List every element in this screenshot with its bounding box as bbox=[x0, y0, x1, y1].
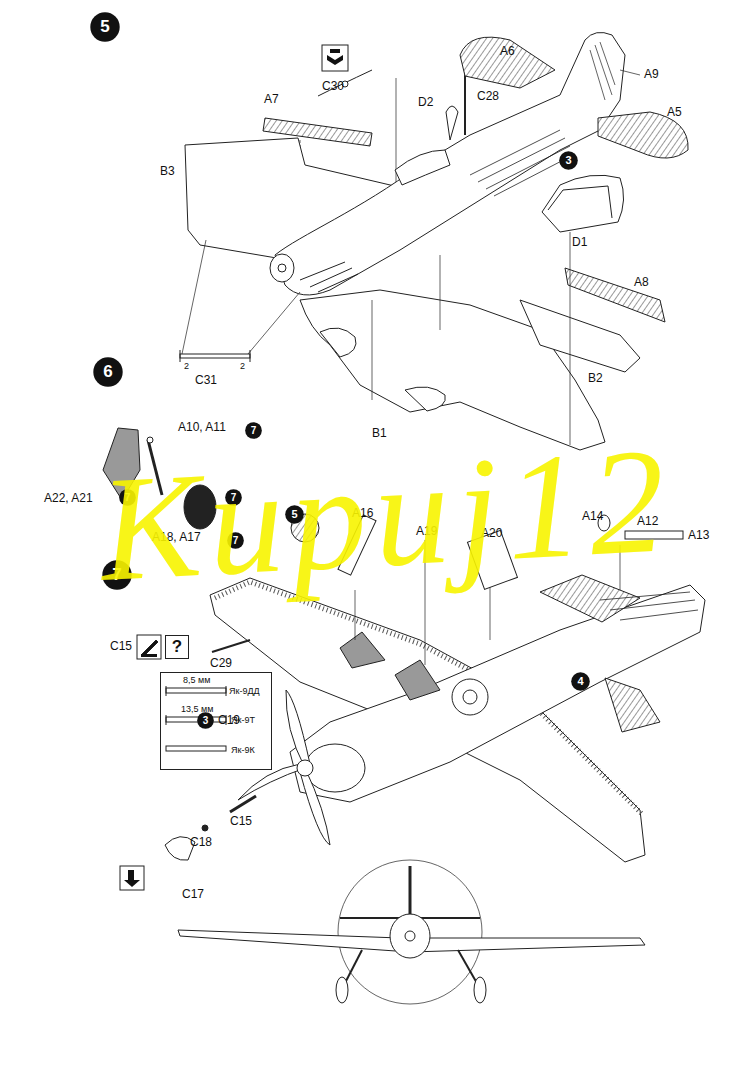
callout-marker: 7 bbox=[245, 422, 262, 439]
node-label: 4 bbox=[577, 675, 583, 687]
part-label: A9 bbox=[644, 68, 659, 81]
part-label: C28 bbox=[477, 90, 499, 103]
part-label: D1 bbox=[572, 236, 587, 249]
node-label: 7 bbox=[251, 425, 257, 436]
part-label: C31 bbox=[195, 374, 217, 387]
callout-marker: 3 bbox=[197, 712, 214, 729]
watermark: Kupuj12 bbox=[96, 417, 677, 612]
node-label: 3 bbox=[203, 715, 209, 726]
part-label: B2 bbox=[588, 372, 603, 385]
part-label: C15 bbox=[110, 640, 132, 653]
node-label: 6 bbox=[103, 363, 112, 382]
part-label: A5 bbox=[667, 106, 682, 119]
part-label: C18 bbox=[190, 836, 212, 849]
part-label: A6 bbox=[500, 45, 515, 58]
part-label: C15 bbox=[230, 815, 252, 828]
part-label: B3 bbox=[160, 165, 175, 178]
part-label: C30 bbox=[322, 80, 344, 93]
variant-label: Як-9К bbox=[231, 746, 255, 756]
variant-box: 8,5 ммЯк-9ДД13,5 ммЯк-9ТЯк-9К bbox=[160, 672, 272, 770]
node-label: 3 bbox=[565, 154, 571, 166]
node-label: 5 bbox=[100, 18, 109, 37]
dimension-number: 2 bbox=[240, 362, 245, 372]
part-label: A22, A21 bbox=[44, 492, 93, 505]
step-number: 6 bbox=[93, 357, 123, 387]
part-label: A13 bbox=[688, 529, 709, 542]
callout-marker: 3 bbox=[559, 151, 578, 170]
part-label: A10, A11 bbox=[178, 421, 226, 434]
query-box: ? bbox=[165, 635, 189, 659]
callout-marker: 4 bbox=[571, 672, 590, 691]
variant-label: Як-9ДД bbox=[229, 687, 260, 697]
part-label: C19 bbox=[218, 714, 240, 727]
step-number: 5 bbox=[90, 12, 120, 42]
part-label: A7 bbox=[264, 93, 279, 106]
dimension-number: 2 bbox=[184, 362, 189, 372]
part-label: A8 bbox=[634, 276, 649, 289]
part-label: D2 bbox=[418, 96, 433, 109]
part-label: C17 bbox=[182, 888, 204, 901]
variant-label: 8,5 мм bbox=[183, 676, 210, 686]
part-label: C29 bbox=[210, 657, 232, 670]
node-label: ? bbox=[172, 638, 182, 657]
